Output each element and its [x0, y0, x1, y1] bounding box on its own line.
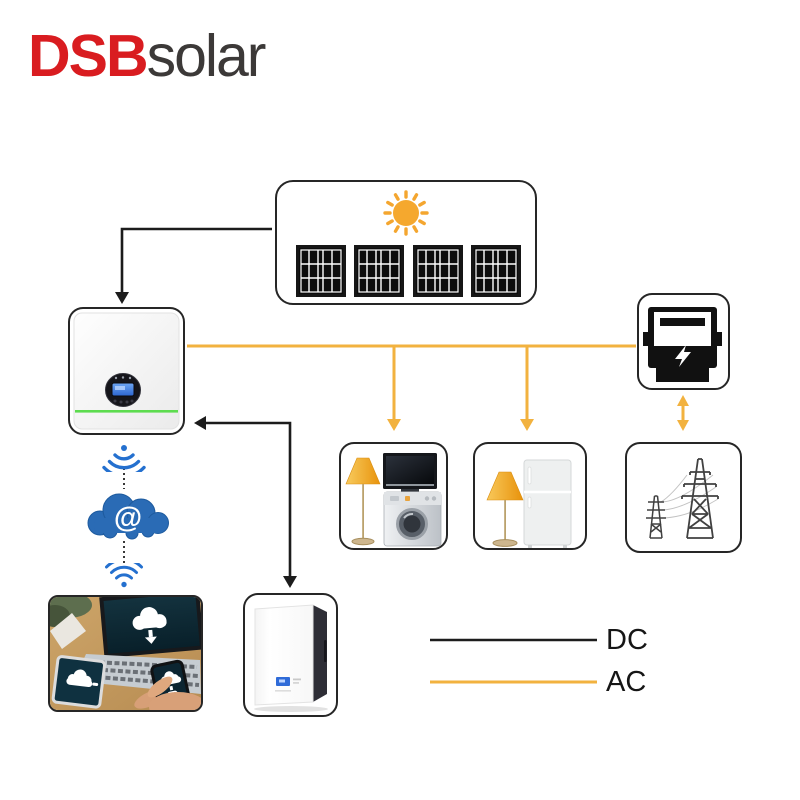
wifi-icon	[104, 558, 144, 588]
inverter-icon	[73, 312, 180, 430]
wifi-icon	[101, 444, 147, 478]
inverter-green-stripe	[75, 410, 178, 413]
transmission-tower-icon	[646, 458, 719, 539]
floor-lamp-icon	[345, 457, 381, 546]
cloud-download-icon	[132, 607, 167, 644]
appliances-fridge-box	[473, 442, 587, 550]
brand-logo: DSBsolar	[28, 22, 267, 90]
appliances-tv-washer-box	[339, 442, 448, 550]
appliances-tv-washer-illustration	[345, 453, 442, 547]
solar-panel-icon	[296, 245, 521, 297]
energy-meter-box	[637, 293, 730, 390]
dc-legend-label: DC	[606, 624, 648, 656]
ac-legend-label: AC	[606, 666, 647, 698]
grid-tower-box	[625, 442, 742, 553]
solar-array-box	[275, 180, 537, 305]
cloud-at-symbol: @	[113, 502, 143, 534]
brand-logo-secondary: solar	[146, 23, 267, 89]
cloud-at-icon: @	[82, 488, 174, 540]
battery-to-inverter-arrow	[194, 416, 297, 588]
energy-meter-icon	[643, 307, 722, 382]
inverter-box	[68, 307, 185, 435]
pv-to-inverter-arrow	[115, 227, 272, 304]
ac-bus-line	[187, 344, 636, 431]
meter-to-grid-arrow	[677, 395, 689, 431]
tablet	[51, 655, 107, 709]
battery-box	[243, 593, 338, 717]
notebook	[50, 613, 86, 649]
monitoring-photo-box	[48, 595, 203, 712]
laptop-screen	[99, 597, 201, 659]
solar-array-illustration	[296, 190, 521, 297]
sun-icon	[383, 190, 429, 236]
floor-lamp-icon	[486, 471, 524, 547]
washing-machine-icon	[383, 491, 442, 547]
tv-icon	[383, 453, 437, 492]
lightning-bolt-icon	[675, 345, 691, 367]
appliances-fridge-illustration	[486, 459, 572, 548]
monitoring-photo-icon	[50, 597, 201, 710]
battery-icon	[254, 604, 328, 712]
refrigerator-icon	[523, 459, 572, 548]
brand-logo-primary: DSB	[28, 23, 149, 89]
